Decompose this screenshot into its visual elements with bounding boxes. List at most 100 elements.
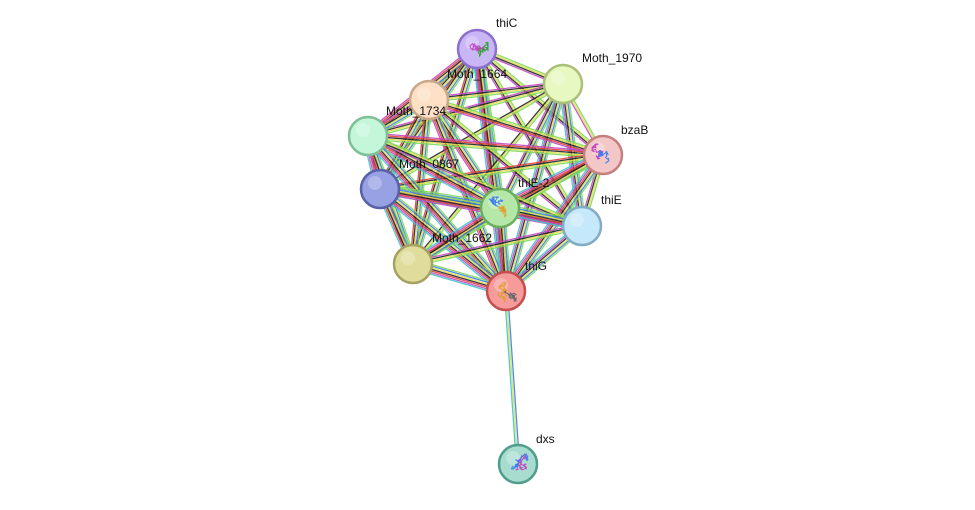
node-highlight	[570, 213, 584, 227]
edge-evidence-line	[412, 224, 582, 264]
edge-evidence-line	[367, 135, 604, 156]
edge-evidence-line	[413, 226, 583, 266]
node-label: thiE-2	[518, 176, 550, 190]
edge-evidence-line	[379, 151, 603, 188]
node-label: thiE	[601, 193, 622, 207]
edge-evidence-line	[429, 99, 508, 291]
edge-evidence-line	[379, 153, 603, 189]
node-highlight	[551, 71, 565, 85]
node-thiC[interactable]: thiC	[456, 16, 518, 70]
node-label: dxs	[536, 432, 555, 446]
edge-evidence-line	[428, 99, 604, 156]
node-label: Moth_1734	[386, 104, 446, 118]
edge-evidence-line	[506, 290, 521, 464]
node-Moth_1970[interactable]: Moth_1970	[542, 51, 642, 105]
edge-evidence-line	[428, 100, 582, 228]
node-label: thiC	[496, 16, 518, 30]
node-label: Moth_1664	[447, 67, 507, 81]
edge-evidence-line	[412, 223, 582, 263]
node-Moth_0867[interactable]: Moth_0867	[359, 157, 459, 210]
edge-evidence-line	[478, 46, 605, 154]
edge-thiC-bzaB[interactable]	[475, 46, 605, 158]
edge-evidence-line	[428, 82, 563, 100]
node-Moth_1734[interactable]: Moth_1734	[347, 104, 446, 157]
edge-evidence-line	[368, 134, 583, 226]
edge-evidence-line	[366, 136, 500, 210]
node-bzaB[interactable]: bzaB	[582, 123, 648, 176]
protein-structure-icon	[488, 196, 504, 207]
edge-evidence-line	[363, 138, 503, 295]
protein-structure-icon	[503, 290, 517, 302]
node-highlight	[506, 451, 520, 465]
edge-evidence-line	[428, 80, 563, 99]
node-highlight	[356, 123, 370, 137]
node-label: Moth_1970	[582, 51, 642, 65]
node-circle[interactable]	[408, 79, 450, 121]
node-thiE-2[interactable]: thiE-2	[479, 176, 550, 229]
node-circle[interactable]	[359, 168, 401, 210]
edge-evidence-line	[503, 291, 518, 465]
edge-bzaB-Moth_1734[interactable]	[367, 132, 604, 159]
node-dxs[interactable]: dxs	[497, 432, 555, 485]
edge-evidence-line	[477, 47, 604, 155]
protein-structure-icon	[597, 149, 610, 164]
edge-evidence-line	[428, 100, 603, 158]
edge-thiG-dxs[interactable]	[503, 290, 521, 465]
edge-evidence-line	[474, 49, 581, 228]
edge-evidence-line	[368, 132, 604, 153]
edge-thiE-Moth_1662[interactable]	[412, 223, 583, 267]
edge-evidence-line	[475, 50, 602, 158]
protein-structure-icon	[476, 41, 489, 58]
protein-structure-icon	[469, 43, 486, 52]
edge-evidence-line	[368, 133, 604, 155]
protein-structure-icon	[515, 453, 527, 471]
edge-evidence-line	[429, 97, 604, 155]
edge-evidence-line	[415, 100, 433, 265]
node-Moth_1662[interactable]: Moth_1662	[392, 231, 492, 285]
edge-evidence-line	[429, 98, 583, 226]
node-circle[interactable]	[392, 243, 434, 285]
edge-evidence-line	[367, 135, 507, 292]
edge-evidence-line	[503, 83, 562, 291]
edge-evidence-line	[426, 100, 505, 293]
edge-evidence-line	[365, 139, 499, 213]
edge-evidence-line	[380, 84, 565, 191]
protein-structure-icon	[510, 453, 529, 470]
edge-evidence-line	[476, 49, 603, 157]
edge-evidence-line	[380, 183, 501, 204]
edge-evidence-line	[369, 133, 509, 290]
node-highlight	[417, 87, 431, 101]
protein-structure-icon	[498, 205, 507, 218]
protein-structure-icon	[590, 143, 604, 160]
edge-evidence-line	[413, 49, 480, 265]
node-label: Moth_1662	[432, 231, 492, 245]
node-highlight	[401, 251, 415, 265]
edge-evidence-line	[367, 136, 603, 158]
edge-evidence-line	[371, 132, 511, 289]
edge-Moth_1664-thiE[interactable]	[427, 97, 584, 229]
edge-evidence-line	[365, 137, 505, 294]
node-highlight	[368, 176, 382, 190]
node-circle[interactable]	[561, 205, 603, 247]
node-label: Moth_0867	[399, 157, 459, 171]
edge-evidence-line	[376, 192, 504, 296]
node-Moth_1664[interactable]: Moth_1664	[408, 67, 507, 121]
edge-evidence-line	[477, 48, 584, 226]
edge-evidence-line	[481, 48, 506, 208]
node-circle[interactable]	[347, 115, 389, 157]
edge-evidence-line	[427, 101, 581, 229]
protein-structure-icon	[497, 281, 508, 302]
node-circle[interactable]	[542, 63, 584, 105]
edge-Moth_1734-thiG[interactable]	[363, 132, 511, 295]
edge-evidence-line	[409, 99, 427, 264]
edge-evidence-line	[379, 188, 507, 292]
edge-evidence-line	[563, 83, 584, 226]
node-label: thiG	[525, 259, 547, 273]
edge-evidence-line	[430, 97, 584, 225]
node-thiG[interactable]: thiG	[485, 259, 547, 312]
node-thiE[interactable]: thiE	[561, 193, 622, 247]
edge-evidence-line	[366, 136, 506, 293]
edge-evidence-line	[505, 290, 519, 465]
edge-evidence-line	[367, 138, 603, 159]
